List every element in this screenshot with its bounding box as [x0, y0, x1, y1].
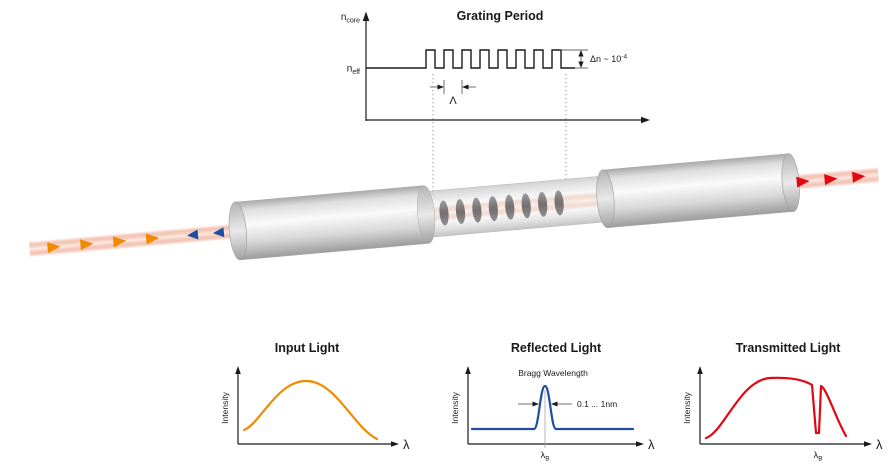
- input-light-plot: Input Light Intensity λ: [220, 341, 410, 452]
- period-left-arrowhead: [437, 84, 444, 90]
- delta-n-dimension: Δn ~ 10-4: [562, 49, 627, 69]
- transmitted-spectrum-curve: [704, 376, 848, 440]
- cladding-left-end-cap: [228, 201, 247, 261]
- transmitted-arrow-icon: [796, 176, 810, 188]
- refractive-index-profile: [366, 49, 575, 69]
- grating-mark: [521, 193, 531, 219]
- period-symbol-label: Λ: [449, 95, 457, 107]
- x-axis-arrowhead: [391, 441, 399, 447]
- y-axis-arrowhead: [362, 11, 370, 21]
- plot-title: Reflected Light: [511, 341, 602, 355]
- n-eff-label: neff: [347, 64, 360, 77]
- lambda-b-label: λB: [540, 450, 549, 463]
- intensity-label: Intensity: [220, 391, 230, 423]
- delta-n-arrow-up: [578, 50, 584, 57]
- input-arrow-icon: [112, 236, 127, 248]
- input-arrow-icon: [145, 233, 160, 245]
- plot-title: Transmitted Light: [736, 341, 842, 355]
- cladding-right: [602, 153, 794, 228]
- period-right-arrowhead: [462, 84, 469, 90]
- x-axis-arrowhead: [864, 441, 872, 447]
- input-light-arrows: [47, 233, 160, 254]
- grating-period-title: Grating Period: [457, 9, 544, 23]
- n-core-label: ncore: [341, 12, 360, 25]
- y-axis-arrowhead: [697, 366, 703, 374]
- bragg-wavelength-label: Bragg Wavelength: [518, 368, 588, 378]
- y-axis-arrowhead: [465, 366, 471, 374]
- reflected-spectrum-curve: [470, 384, 635, 431]
- grating-mark: [554, 190, 564, 216]
- bandwidth-left-arrowhead: [532, 401, 539, 407]
- transmitted-arrow-icon: [824, 174, 838, 186]
- grating-mark: [439, 200, 449, 226]
- grating-marks: [439, 190, 564, 226]
- cladding-left: [235, 185, 429, 261]
- grating-mark: [455, 199, 466, 224]
- input-arrow-icon: [47, 242, 61, 254]
- x-axis-arrowhead: [641, 116, 650, 124]
- delta-n-arrow-down: [578, 61, 584, 68]
- period-dimension: Λ: [430, 80, 476, 107]
- optical-fiber: [28, 153, 880, 261]
- reflected-light-arrows: [187, 227, 225, 240]
- reflected-arrow-icon: [212, 227, 225, 238]
- plot-title: Input Light: [275, 341, 340, 355]
- bandwidth-right-arrowhead: [551, 401, 558, 407]
- lambda-label: λ: [876, 437, 883, 452]
- lambda-label: λ: [648, 437, 655, 452]
- grating-mark: [472, 197, 482, 223]
- y-axis-arrowhead: [235, 366, 241, 374]
- input-spectrum-curve: [242, 379, 379, 441]
- cladding-right-inner-cap: [596, 169, 615, 229]
- bandwidth-label: 0.1 ... 1nm: [577, 399, 617, 409]
- bandwidth-dimension: 0.1 ... 1nm: [518, 399, 617, 409]
- reflected-light-plot: Reflected Light Intensity λ Bragg Wavele…: [450, 341, 655, 463]
- grating-period-graph: ncore Grating Period neff Δn ~ 10-4 Λ: [341, 9, 650, 196]
- grating-mark: [505, 194, 515, 220]
- grating-mark: [488, 196, 498, 222]
- reflected-arrow-icon: [187, 229, 199, 240]
- grating-section: [423, 175, 608, 238]
- intensity-label: Intensity: [682, 391, 692, 423]
- transmitted-light-plot: Transmitted Light Intensity λ λB: [682, 341, 883, 463]
- intensity-label: Intensity: [450, 391, 460, 423]
- transmitted-light-arrows: [796, 171, 866, 188]
- cladding-left-inner-cap: [417, 185, 436, 244]
- lambda-label: λ: [403, 437, 410, 452]
- input-arrow-icon: [79, 239, 94, 251]
- lambda-b-label: λB: [813, 450, 822, 463]
- delta-n-label: Δn ~ 10-4: [590, 54, 627, 65]
- grating-mark: [538, 191, 548, 217]
- x-axis-arrowhead: [636, 441, 644, 447]
- transmitted-arrow-icon: [852, 171, 866, 183]
